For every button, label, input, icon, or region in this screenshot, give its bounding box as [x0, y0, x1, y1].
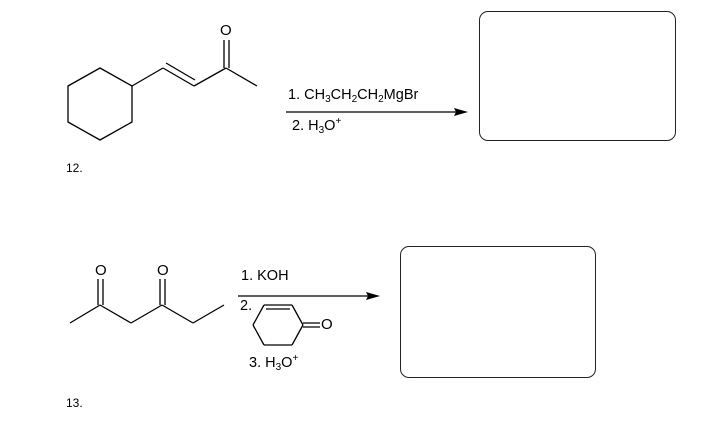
problem-number-12: 12.: [66, 161, 83, 175]
answer-box-12[interactable]: [479, 11, 676, 141]
carbonyl-oxygen-13b: O: [157, 262, 169, 279]
reagent-step-2-label: 2.: [240, 298, 253, 314]
carbonyl-oxygen-12: O: [220, 22, 232, 39]
carbonyl-oxygen-13a: O: [95, 262, 107, 279]
reagent-step-1-koh: 1. KOH: [241, 268, 289, 284]
reagent-step-2: 2. H3O+: [292, 116, 342, 136]
problem-number-13: 13.: [66, 396, 83, 410]
answer-box-13[interactable]: [400, 246, 596, 378]
cyclohexenone-oxygen: O: [321, 316, 333, 333]
reagent-step-3: 3. H3O+: [249, 353, 299, 373]
reagent-step-1: 1. CH3CH2CH2MgBr: [288, 87, 419, 105]
